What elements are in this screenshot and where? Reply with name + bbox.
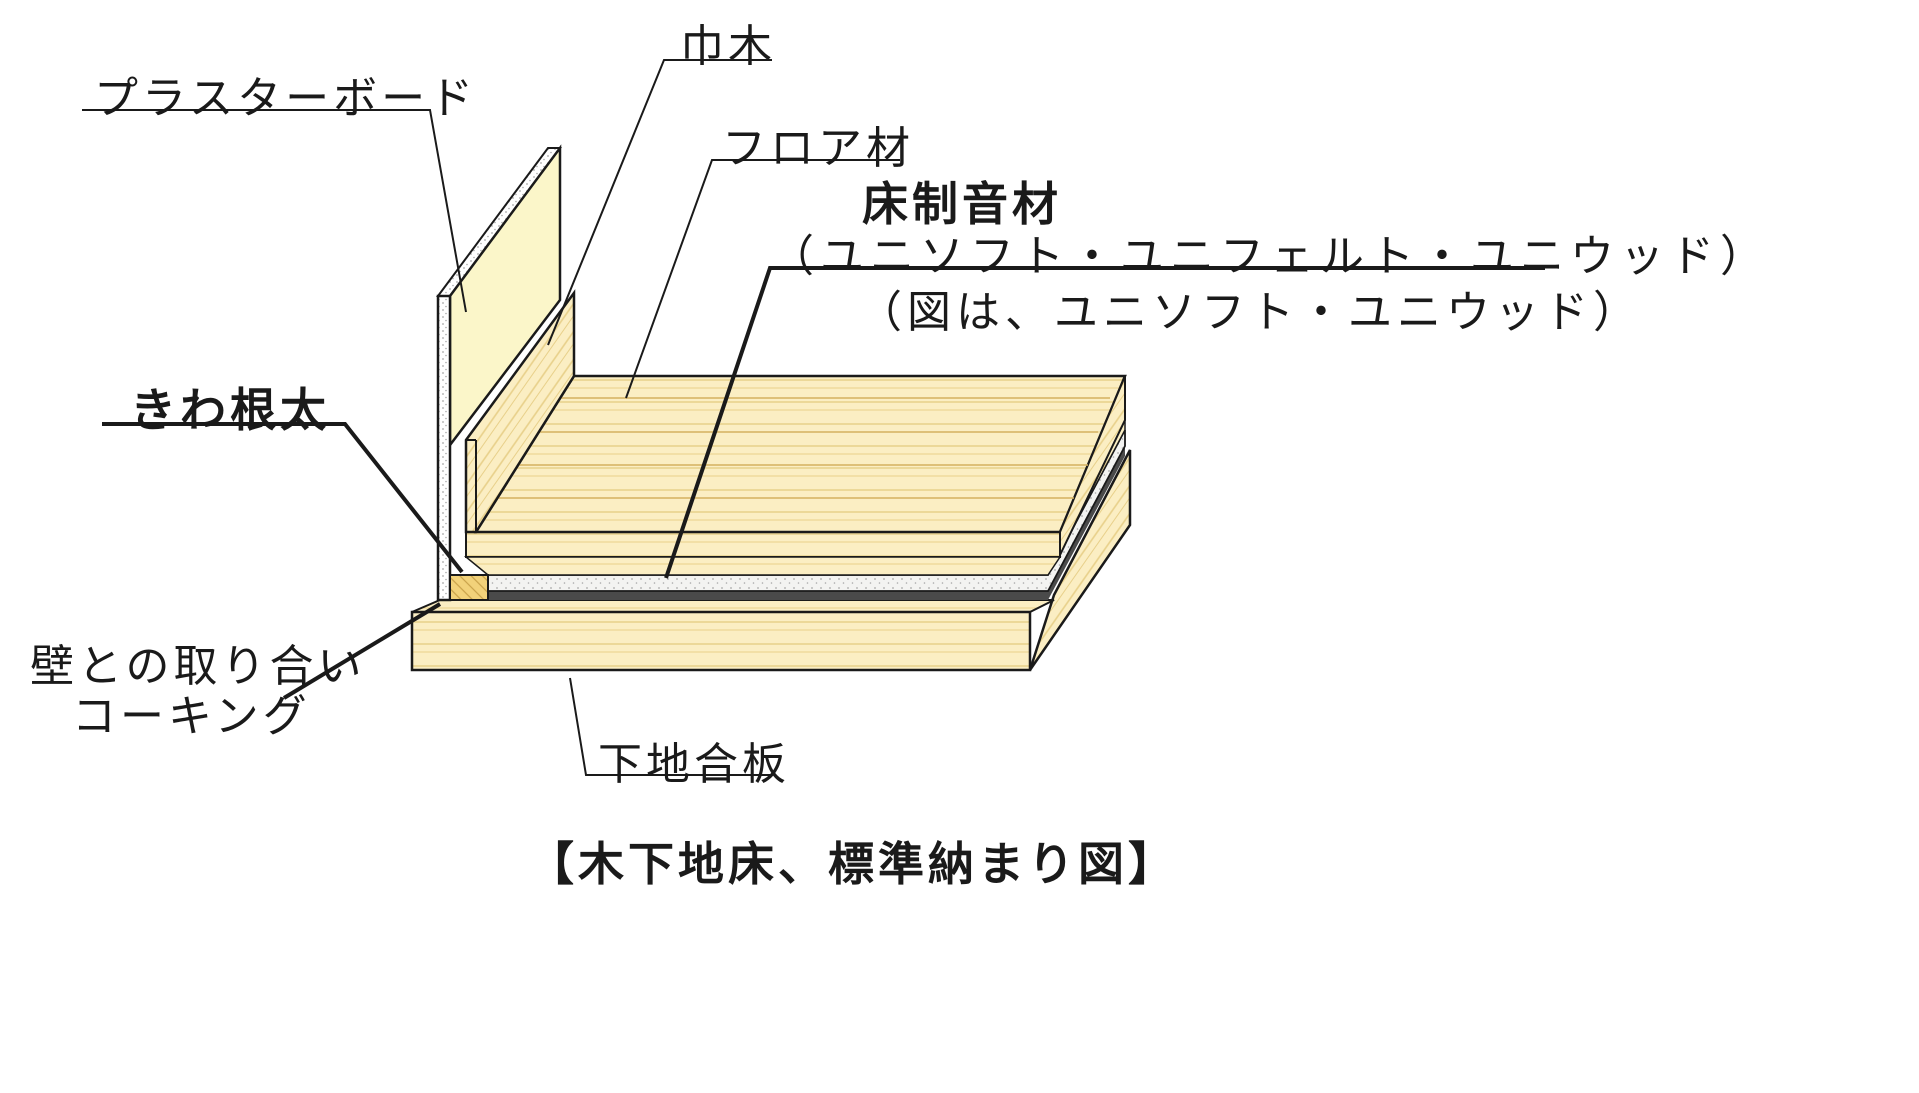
- soundproof-wood-layer: [463, 419, 1126, 576]
- leader-subfloor: [569, 677, 770, 776]
- leader-plasterboard: [82, 109, 467, 313]
- label-baseboard: 巾木: [680, 21, 776, 72]
- label-wall-caulking-line1: 壁との取り合い: [30, 641, 366, 692]
- baseboard: [464, 289, 576, 534]
- leader-soundproof: [664, 266, 1545, 579]
- leader-edge-joist: [102, 422, 464, 574]
- edge-joist: [449, 574, 489, 601]
- leader-floor-material: [625, 159, 900, 399]
- label-plasterboard: プラスターボード: [94, 73, 478, 124]
- label-floor-material: フロア材: [722, 123, 914, 174]
- label-soundproof-note: （図は、ユニソフト・ユニウッド）: [858, 287, 1642, 338]
- label-soundproof-products: （ユニソフト・ユニフェルト・ユニウッド）: [770, 231, 1770, 282]
- subfloor-plywood: [410, 449, 1132, 672]
- label-wall-caulking-line2: コーキング: [72, 691, 311, 742]
- plasterboard: [436, 144, 562, 602]
- leader-caulking: [282, 602, 442, 700]
- leader-lines: [82, 59, 1545, 776]
- label-soundproof: 床制音材: [862, 177, 1062, 231]
- caption: 【木下地床、標準納まり図】: [528, 837, 1178, 891]
- leader-baseboard: [547, 59, 772, 346]
- label-edge-joist: きわ根太: [130, 383, 330, 437]
- floor-material: [473, 374, 1127, 556]
- label-subfloor-plywood: 下地合板: [598, 739, 790, 790]
